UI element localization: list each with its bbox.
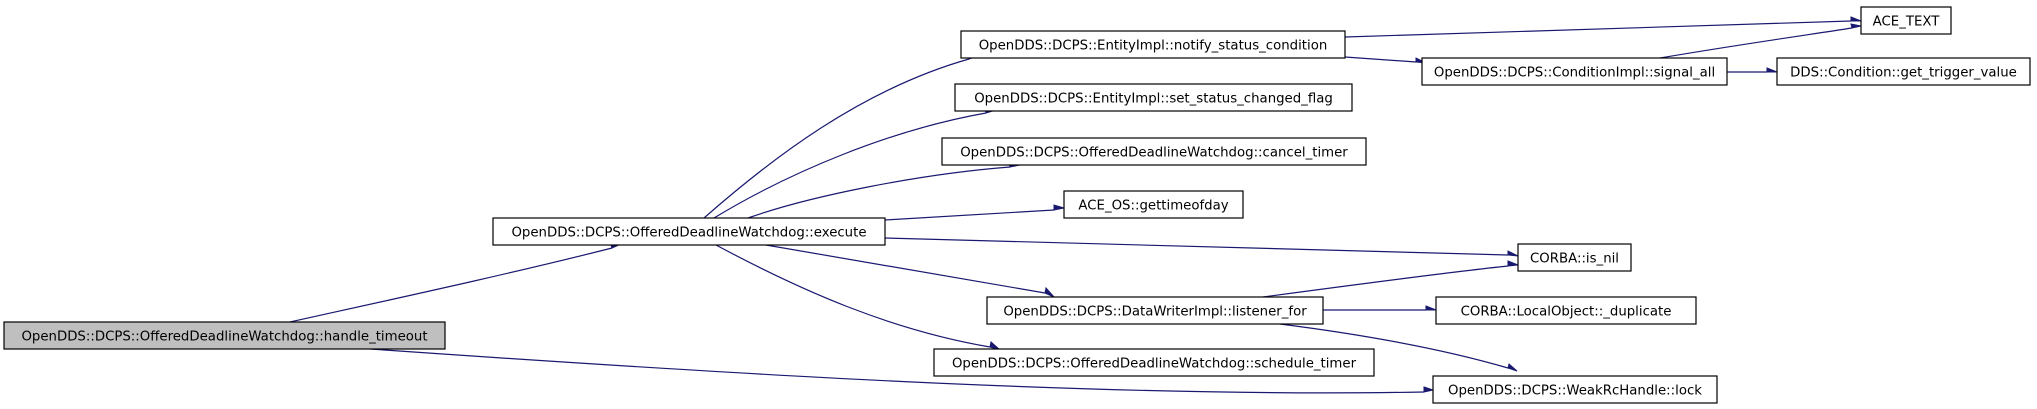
- edge-line: [289, 247, 613, 323]
- edge-line: [713, 112, 987, 219]
- node-label: CORBA::LocalObject::_duplicate: [1461, 305, 1672, 320]
- node-n7[interactable]: CORBA::is_nil: [1517, 243, 1632, 272]
- node-label: OpenDDS::DCPS::ConditionImpl::signal_all: [1434, 66, 1715, 81]
- node-n12[interactable]: DDS::Condition::get_trigger_value: [1776, 57, 2031, 86]
- edge-line: [369, 348, 1425, 394]
- arrowhead: [1766, 67, 1778, 73]
- node-box: [1517, 243, 1632, 272]
- node-label: CORBA::is_nil: [1530, 252, 1619, 267]
- edge-n1-n6: [884, 204, 1065, 221]
- edge-n3-n11: [1344, 56, 1427, 64]
- node-box: [3, 321, 446, 350]
- node-n0[interactable]: OpenDDS::DCPS::OfferedDeadlineWatchdog::…: [3, 321, 446, 350]
- node-label: OpenDDS::DCPS::OfferedDeadlineWatchdog::…: [511, 226, 866, 241]
- edge-line: [1659, 27, 1853, 59]
- node-n9[interactable]: OpenDDS::DCPS::OfferedDeadlineWatchdog::…: [933, 348, 1375, 377]
- node-label: OpenDDS::DCPS::OfferedDeadlineWatchdog::…: [952, 357, 1357, 372]
- edge-n1-n8: [765, 244, 1055, 298]
- node-n6[interactable]: ACE_OS::gettimeofday: [1063, 190, 1244, 219]
- node-label: ACE_TEXT: [1873, 15, 1941, 30]
- edge-line: [1262, 265, 1509, 298]
- arrowhead: [1850, 16, 1862, 22]
- arrowhead: [1423, 386, 1435, 393]
- edge-n8-n13: [1323, 305, 1437, 311]
- node-n13[interactable]: CORBA::LocalObject::_duplicate: [1435, 296, 1697, 325]
- arrowhead: [1850, 23, 1862, 29]
- node-box: [986, 296, 1324, 325]
- node-box: [941, 137, 1367, 166]
- edge-line: [747, 166, 1011, 219]
- node-n2[interactable]: OpenDDS::DCPS::WeakRcHandle::lock: [1432, 375, 1718, 404]
- edge-n1-n5: [747, 161, 1021, 219]
- edge-n3-n10: [1344, 16, 1862, 38]
- node-box: [933, 348, 1375, 377]
- node-n1[interactable]: OpenDDS::DCPS::OfferedDeadlineWatchdog::…: [492, 217, 886, 246]
- edge-line: [703, 58, 970, 219]
- nodes-layer: OpenDDS::DCPS::OfferedDeadlineWatchdog::…: [3, 6, 2031, 404]
- edge-line: [765, 244, 1046, 294]
- arrowhead: [1507, 260, 1519, 267]
- edge-line: [715, 244, 991, 348]
- node-label: OpenDDS::DCPS::EntityImpl::set_status_ch…: [974, 92, 1333, 107]
- edge-n1-n7: [884, 237, 1519, 257]
- edge-n0-n1: [289, 241, 623, 323]
- edge-n8-n2: [1279, 323, 1518, 372]
- edge-line: [1344, 20, 1852, 38]
- node-box: [1776, 57, 2031, 86]
- edge-n0-n2: [369, 348, 1435, 394]
- node-label: DDS::Condition::get_trigger_value: [1790, 66, 2017, 81]
- node-n5[interactable]: OpenDDS::DCPS::OfferedDeadlineWatchdog::…: [941, 137, 1367, 166]
- edges-layer: [289, 16, 1862, 394]
- edge-n8-n7: [1262, 260, 1519, 298]
- arrowhead: [1044, 286, 1055, 298]
- node-label: OpenDDS::DCPS::OfferedDeadlineWatchdog::…: [21, 330, 427, 345]
- node-n10[interactable]: ACE_TEXT: [1860, 6, 1952, 35]
- arrowhead: [1425, 305, 1437, 311]
- arrowhead: [1507, 250, 1519, 257]
- node-label: OpenDDS::DCPS::WeakRcHandle::lock: [1448, 384, 1702, 399]
- node-label: OpenDDS::DCPS::OfferedDeadlineWatchdog::…: [960, 146, 1348, 161]
- edge-n11-n12: [1727, 67, 1778, 73]
- edge-line: [1279, 323, 1509, 369]
- edge-n11-n10: [1659, 23, 1862, 59]
- node-box: [492, 217, 886, 246]
- node-n4[interactable]: OpenDDS::DCPS::EntityImpl::set_status_ch…: [954, 83, 1353, 112]
- node-label: OpenDDS::DCPS::EntityImpl::notify_status…: [979, 39, 1328, 54]
- node-box: [960, 30, 1346, 59]
- node-label: ACE_OS::gettimeofday: [1078, 199, 1228, 214]
- edge-line: [884, 209, 1055, 221]
- edge-line: [884, 237, 1509, 256]
- edge-line: [1344, 56, 1417, 63]
- node-box: [1435, 296, 1697, 325]
- node-box: [1432, 375, 1718, 404]
- node-n3[interactable]: OpenDDS::DCPS::EntityImpl::notify_status…: [960, 30, 1346, 59]
- node-n11[interactable]: OpenDDS::DCPS::ConditionImpl::signal_all: [1421, 57, 1728, 86]
- arrowhead: [1507, 363, 1518, 372]
- node-box: [954, 83, 1353, 112]
- arrowhead: [1053, 204, 1065, 211]
- node-box: [1421, 57, 1728, 86]
- node-box: [1860, 6, 1952, 35]
- node-box: [1063, 190, 1244, 219]
- edge-n1-n3: [703, 53, 979, 219]
- node-label: OpenDDS::DCPS::DataWriterImpl::listener_…: [1003, 305, 1307, 320]
- node-n8[interactable]: OpenDDS::DCPS::DataWriterImpl::listener_…: [986, 296, 1324, 325]
